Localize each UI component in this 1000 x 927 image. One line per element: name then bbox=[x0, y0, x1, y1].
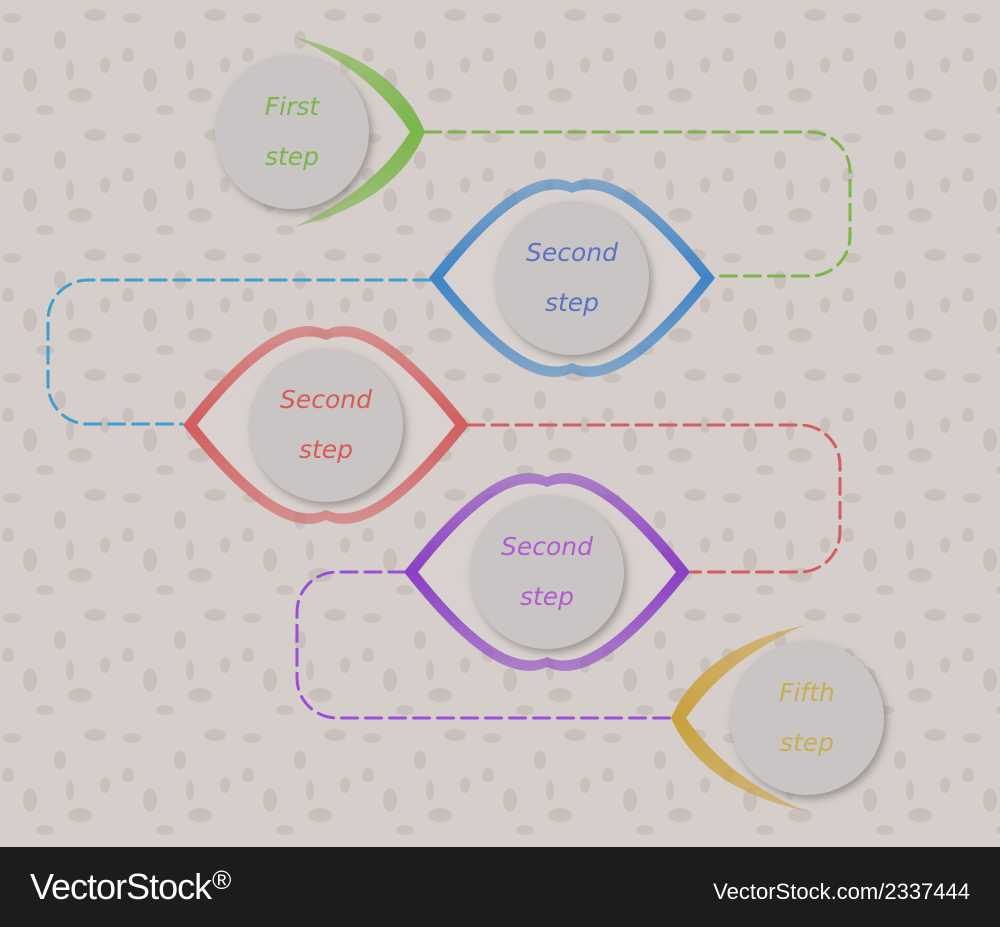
step-label-line-2: step bbox=[779, 728, 835, 757]
step-circle bbox=[215, 55, 369, 209]
watermark-bar: VectorStock® VectorStock.com/2337444 bbox=[0, 847, 1000, 927]
connector-3 bbox=[466, 423, 842, 574]
step-label-line-2: step bbox=[264, 142, 320, 171]
watermark-brand: VectorStock® bbox=[30, 865, 231, 907]
step-label-line-2: step bbox=[298, 435, 354, 464]
step-label-line-2: step bbox=[519, 582, 575, 611]
step-circle bbox=[249, 348, 403, 502]
step-label-line-1: Second bbox=[525, 238, 618, 267]
step-label-line-2: step bbox=[544, 288, 600, 317]
step-label-1: First step bbox=[215, 82, 369, 182]
step-circle bbox=[470, 495, 624, 649]
leaf-frame-right-icon bbox=[294, 37, 425, 227]
leaf-frame-left-icon bbox=[671, 625, 805, 811]
watermark-image-id: VectorStock.com/2337444 bbox=[713, 879, 970, 904]
connector-1 bbox=[423, 130, 852, 278]
step-5 bbox=[671, 625, 884, 811]
step-1 bbox=[215, 37, 425, 227]
connector-2 bbox=[46, 278, 432, 426]
step-label-3: Second step bbox=[249, 375, 403, 475]
step-2 bbox=[429, 179, 715, 377]
step-label-4: Second step bbox=[470, 522, 624, 622]
steps-diagram bbox=[0, 0, 1000, 847]
step-circle bbox=[730, 641, 884, 795]
step-label-line-1: Fifth bbox=[779, 678, 835, 707]
step-label-line-1: First bbox=[264, 92, 320, 121]
step-circle bbox=[495, 201, 649, 355]
connector-4 bbox=[295, 570, 673, 720]
step-label-line-1: Second bbox=[279, 385, 372, 414]
step-label-5: Fifth step bbox=[730, 668, 884, 768]
step-3 bbox=[183, 326, 469, 524]
step-4 bbox=[404, 473, 690, 671]
step-label-2: Second step bbox=[495, 228, 649, 328]
step-label-line-1: Second bbox=[500, 532, 593, 561]
